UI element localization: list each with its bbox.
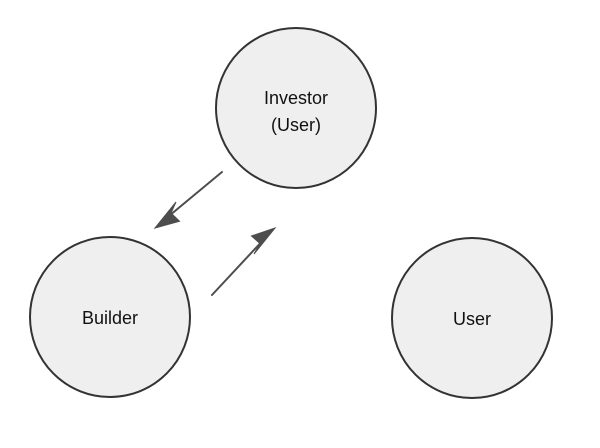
node-investor-label-line1: Investor bbox=[264, 88, 328, 108]
node-builder-circle bbox=[29, 236, 191, 398]
arrowhead-icon bbox=[153, 201, 181, 229]
edge-line bbox=[211, 235, 268, 296]
node-investor-label-line2: (User) bbox=[271, 115, 321, 135]
node-builder[interactable]: Builder bbox=[29, 236, 191, 398]
node-user-label: User bbox=[453, 309, 491, 329]
edge-builder-to-investor[interactable] bbox=[211, 226, 277, 296]
arrowhead-icon bbox=[250, 226, 277, 255]
node-builder-label: Builder bbox=[82, 308, 138, 328]
edge-line bbox=[162, 171, 223, 222]
node-user[interactable]: User bbox=[391, 237, 553, 399]
node-user-circle bbox=[391, 237, 553, 399]
node-investor[interactable]: Investor (User) bbox=[215, 27, 377, 189]
edge-investor-to-builder[interactable] bbox=[153, 171, 223, 229]
node-investor-circle bbox=[215, 27, 377, 189]
